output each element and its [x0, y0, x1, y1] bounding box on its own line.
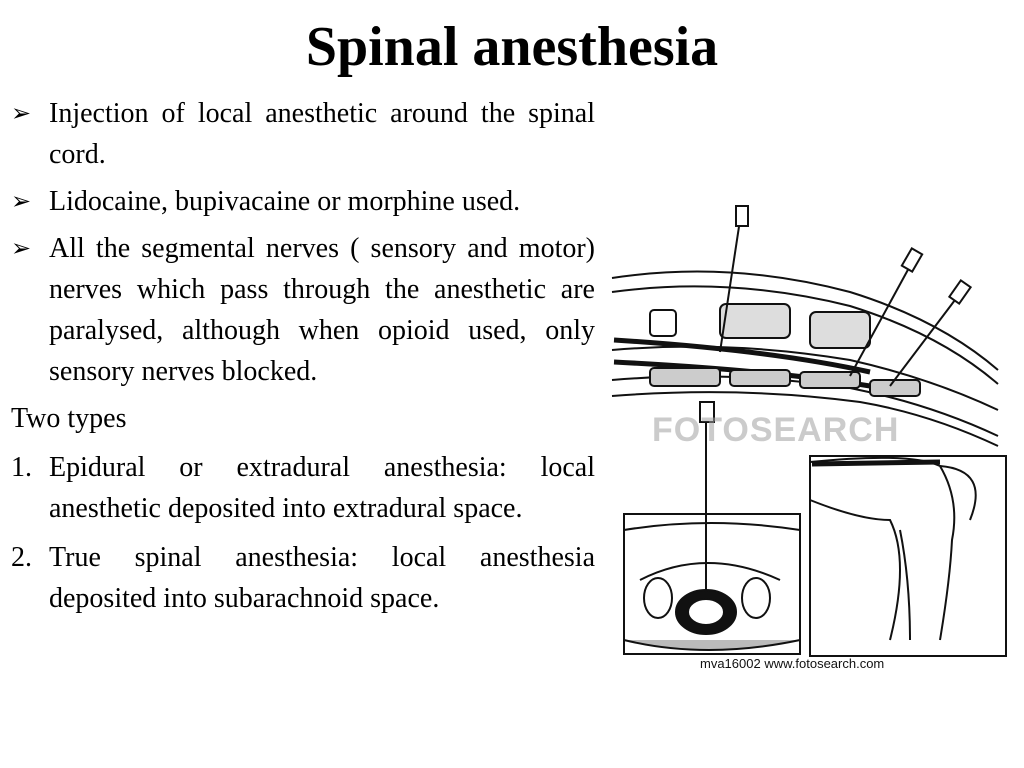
numbered-item: 2. True spinal anesthesia: local anesthe…	[11, 537, 595, 619]
bullet-item: ➢ Lidocaine, bupivacaine or morphine use…	[11, 181, 595, 222]
bullet-text: All the segmental nerves ( sensory and m…	[49, 233, 595, 387]
subheading: Two types	[11, 403, 127, 434]
numbered-text: True spinal anesthesia: local anesthesia…	[49, 542, 595, 614]
number-marker: 2.	[11, 542, 32, 573]
numbered-item: 1. Epidural or extradural anesthesia: lo…	[11, 447, 595, 529]
numbered-text: Epidural or extradural anesthesia: local…	[49, 452, 595, 524]
spinal-anesthesia-illustration	[610, 200, 1014, 680]
bullet-text: Lidocaine, bupivacaine or morphine used.	[49, 186, 521, 217]
spine-section-drawing	[611, 205, 999, 447]
arrow-bullet-icon: ➢	[11, 99, 32, 127]
bullet-text: Injection of local anesthetic around the…	[49, 98, 595, 170]
slide-body: ➢ Injection of local anesthetic around t…	[11, 93, 595, 627]
watermark: FOTOSEARCH	[652, 411, 900, 449]
bullet-item: ➢ Injection of local anesthetic around t…	[11, 93, 595, 175]
arrow-bullet-icon: ➢	[11, 234, 32, 262]
slide-title: Spinal anesthesia	[305, 16, 719, 78]
cross-section-drawing	[623, 401, 801, 655]
arrow-bullet-icon: ➢	[11, 187, 32, 215]
animal-drawing	[809, 455, 1007, 657]
figure-caption: mva16002 www.fotosearch.com	[700, 656, 885, 671]
bullet-item: ➢ All the segmental nerves ( sensory and…	[11, 228, 595, 392]
number-marker: 1.	[11, 452, 32, 483]
